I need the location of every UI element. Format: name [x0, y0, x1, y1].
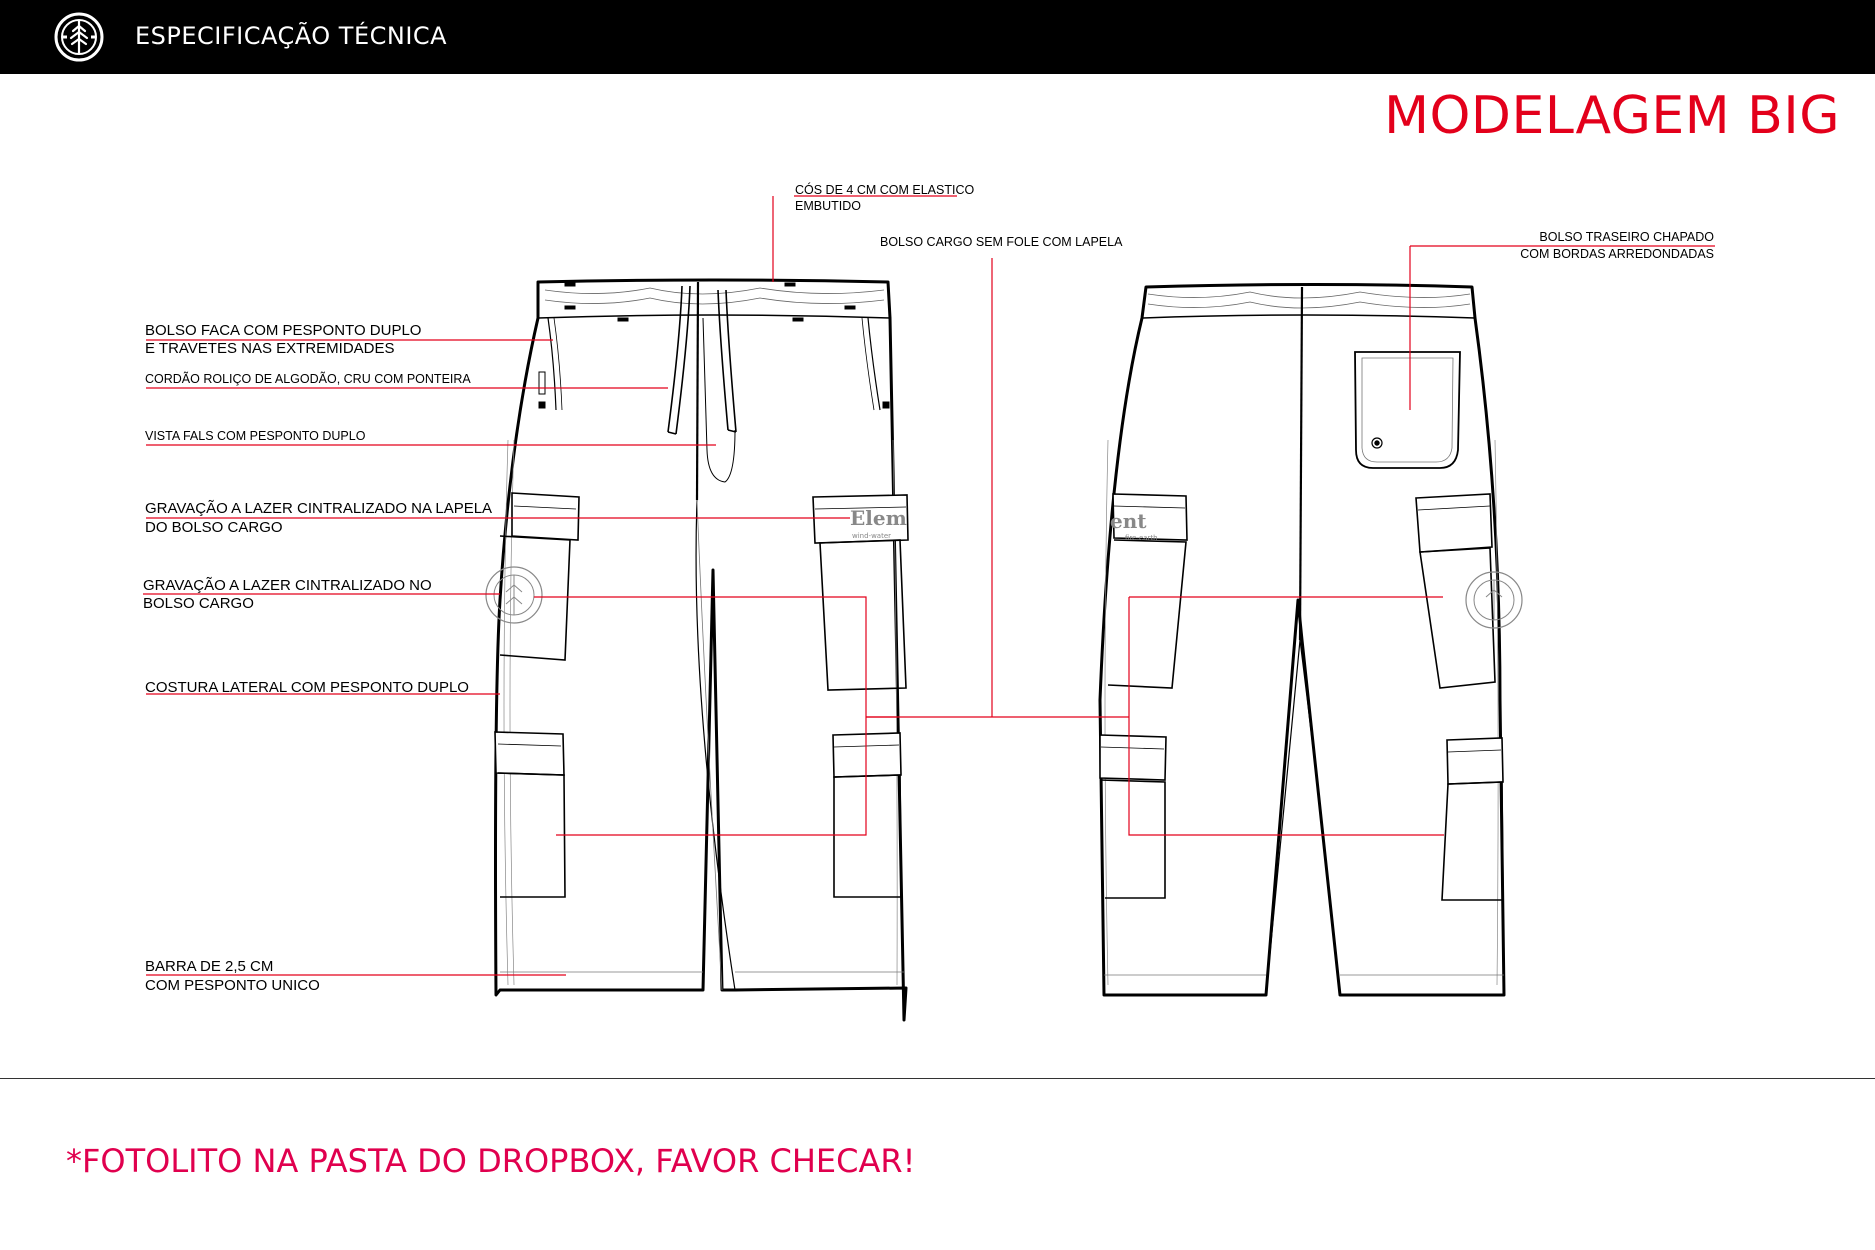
annotation-gravacao-bolso-line1: GRAVAÇÃO A LAZER CINTRALIZADO NO [143, 577, 432, 594]
footer-divider [0, 1078, 1875, 1079]
flap-print-tagline-back: fire-earth [1125, 534, 1158, 542]
flap-print-tagline-front: wind-water [852, 532, 891, 540]
header-bar: ESPECIFICAÇÃO TÉCNICA [0, 0, 1875, 74]
flap-print-word-back: ent [1110, 509, 1147, 533]
footnote: *FOTOLITO NA PASTA DO DROPBOX, FAVOR CHE… [66, 1142, 916, 1180]
annotation-bolso-traseiro-line2: COM BORDAS ARREDONDADAS [1520, 247, 1714, 261]
annotation-barra-line1: BARRA DE 2,5 CM [145, 958, 274, 975]
annotation-barra-line2: COM PESPONTO UNICO [145, 977, 320, 994]
annotation-bolso-traseiro-line1: BOLSO TRASEIRO CHAPADO [1539, 230, 1714, 244]
leader-lines [143, 195, 1715, 976]
annotation-bolso-faca-line1: BOLSO FACA COM PESPONTO DUPLO [145, 322, 422, 339]
annotation-bolso-faca-line2: E TRAVETES NAS EXTREMIDADES [145, 340, 395, 357]
element-tree-logo-icon [54, 12, 104, 62]
annotation-costura-lateral: COSTURA LATERAL COM PESPONTO DUPLO [145, 679, 469, 696]
annotation-gravacao-bolso-line2: BOLSO CARGO [143, 595, 254, 612]
annotation-gravacao-lapela-line2: DO BOLSO CARGO [145, 519, 283, 536]
annotation-bolso-cargo: BOLSO CARGO SEM FOLE COM LAPELA [880, 235, 1123, 249]
flap-print-word-front: Elem [850, 506, 907, 530]
annotation-cos-line1: CÓS DE 4 CM COM ELASTICO [795, 183, 975, 197]
front-pants-view [485, 278, 909, 1022]
technical-drawing: Elem wind-water [143, 195, 1715, 1022]
annotation-gravacao-lapela-line1: GRAVAÇÃO A LAZER CINTRALIZADO NA LAPELA [145, 500, 493, 517]
annotation-cos-line2: EMBUTIDO [795, 199, 861, 213]
annotation-vista: VISTA FALS COM PESPONTO DUPLO [145, 429, 366, 443]
annotation-cordao: CORDÃO ROLIÇO DE ALGODÃO, CRU COM PONTEI… [145, 372, 471, 386]
model-title: MODELAGEM BIG [1384, 86, 1840, 146]
back-pants-view [1098, 283, 1523, 997]
page-title: ESPECIFICAÇÃO TÉCNICA [135, 22, 448, 50]
